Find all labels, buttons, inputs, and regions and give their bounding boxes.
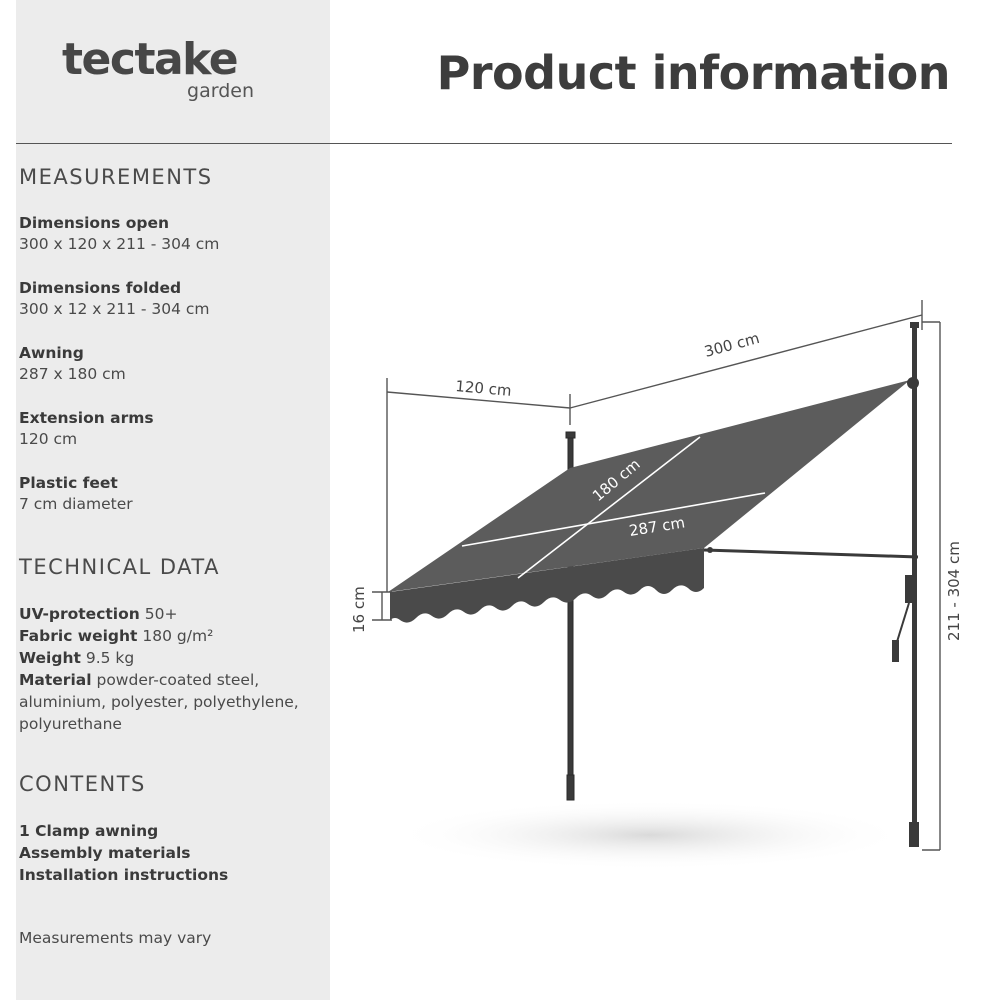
tech-label: Material — [19, 671, 92, 689]
spec-item: Awning 287 x 180 cm — [19, 343, 319, 385]
dim-valance-label: 16 cm — [350, 586, 368, 633]
spec-value: 300 x 12 x 211 - 304 cm — [19, 300, 210, 318]
tech-row: Material powder-coated steel, aluminium,… — [19, 669, 319, 735]
spec-label: Awning — [19, 344, 84, 362]
spec-label: Dimensions folded — [19, 279, 182, 297]
tech-label: UV-protection — [19, 605, 140, 623]
spec-item: Extension arms 120 cm — [19, 408, 319, 450]
technical-list: UV-protection 50+ Fabric weight 180 g/m²… — [19, 603, 319, 735]
awning-fabric — [388, 380, 910, 592]
awning-illustration: 300 cm 120 cm 287 cm 180 cm 16 cm 211 - … — [350, 300, 963, 870]
spec-value: 7 cm diameter — [19, 495, 133, 513]
spec-item: Plastic feet 7 cm diameter — [19, 473, 319, 515]
right-pole — [892, 322, 919, 847]
dim-width-label: 300 cm — [702, 329, 761, 361]
contents-item: Installation instructions — [19, 866, 229, 884]
spec-value: 300 x 120 x 211 - 304 cm — [19, 235, 220, 253]
contents-list: 1 Clamp awning Assembly materials Instal… — [19, 820, 319, 886]
spec-label: Extension arms — [19, 409, 154, 427]
spec-item: Dimensions folded 300 x 12 x 211 - 304 c… — [19, 278, 319, 320]
tech-value: 9.5 kg — [85, 649, 135, 667]
floor-shadow — [390, 800, 910, 870]
fabric-dimension-lines — [461, 436, 766, 579]
extension-arm — [703, 548, 919, 559]
measurement-note: Measurements may vary — [19, 929, 212, 947]
dimension-lines — [372, 300, 941, 851]
contents-heading: CONTENTS — [19, 772, 146, 796]
spec-label: Plastic feet — [19, 474, 118, 492]
spec-value: 287 x 180 cm — [19, 365, 126, 383]
dim-height-label: 211 - 304 cm — [945, 541, 963, 641]
brand-logo: tectake garden — [62, 38, 254, 101]
tech-row: Fabric weight 180 g/m² — [19, 625, 319, 647]
tech-label: Fabric weight — [19, 627, 138, 645]
awning-valance — [390, 548, 704, 623]
contents-item: Assembly materials — [19, 844, 191, 862]
arm-joint — [707, 547, 713, 553]
technical-heading: TECHNICAL DATA — [19, 555, 220, 579]
spec-value: 120 cm — [19, 430, 78, 448]
contents-item: 1 Clamp awning — [19, 822, 159, 840]
page-title: Product information — [436, 46, 951, 100]
header-divider — [16, 143, 952, 144]
tech-row: Weight 9.5 kg — [19, 647, 319, 669]
left-pole — [565, 431, 576, 801]
tech-label: Weight — [19, 649, 81, 667]
spec-item: Dimensions open 300 x 120 x 211 - 304 cm — [19, 213, 319, 255]
spec-label: Dimensions open — [19, 214, 170, 232]
measurements-heading: MEASUREMENTS — [19, 165, 213, 189]
brand-sub: garden — [187, 80, 254, 102]
tech-value: powder-coated steel, aluminium, polyeste… — [19, 671, 299, 733]
dim-depth-label: 120 cm — [455, 377, 513, 400]
tech-value: 50+ — [144, 605, 178, 623]
tech-value: 180 g/m² — [142, 627, 214, 645]
sidebar-panel — [16, 0, 330, 1000]
brand-name: tectake — [62, 34, 239, 85]
tech-row: UV-protection 50+ — [19, 603, 319, 625]
